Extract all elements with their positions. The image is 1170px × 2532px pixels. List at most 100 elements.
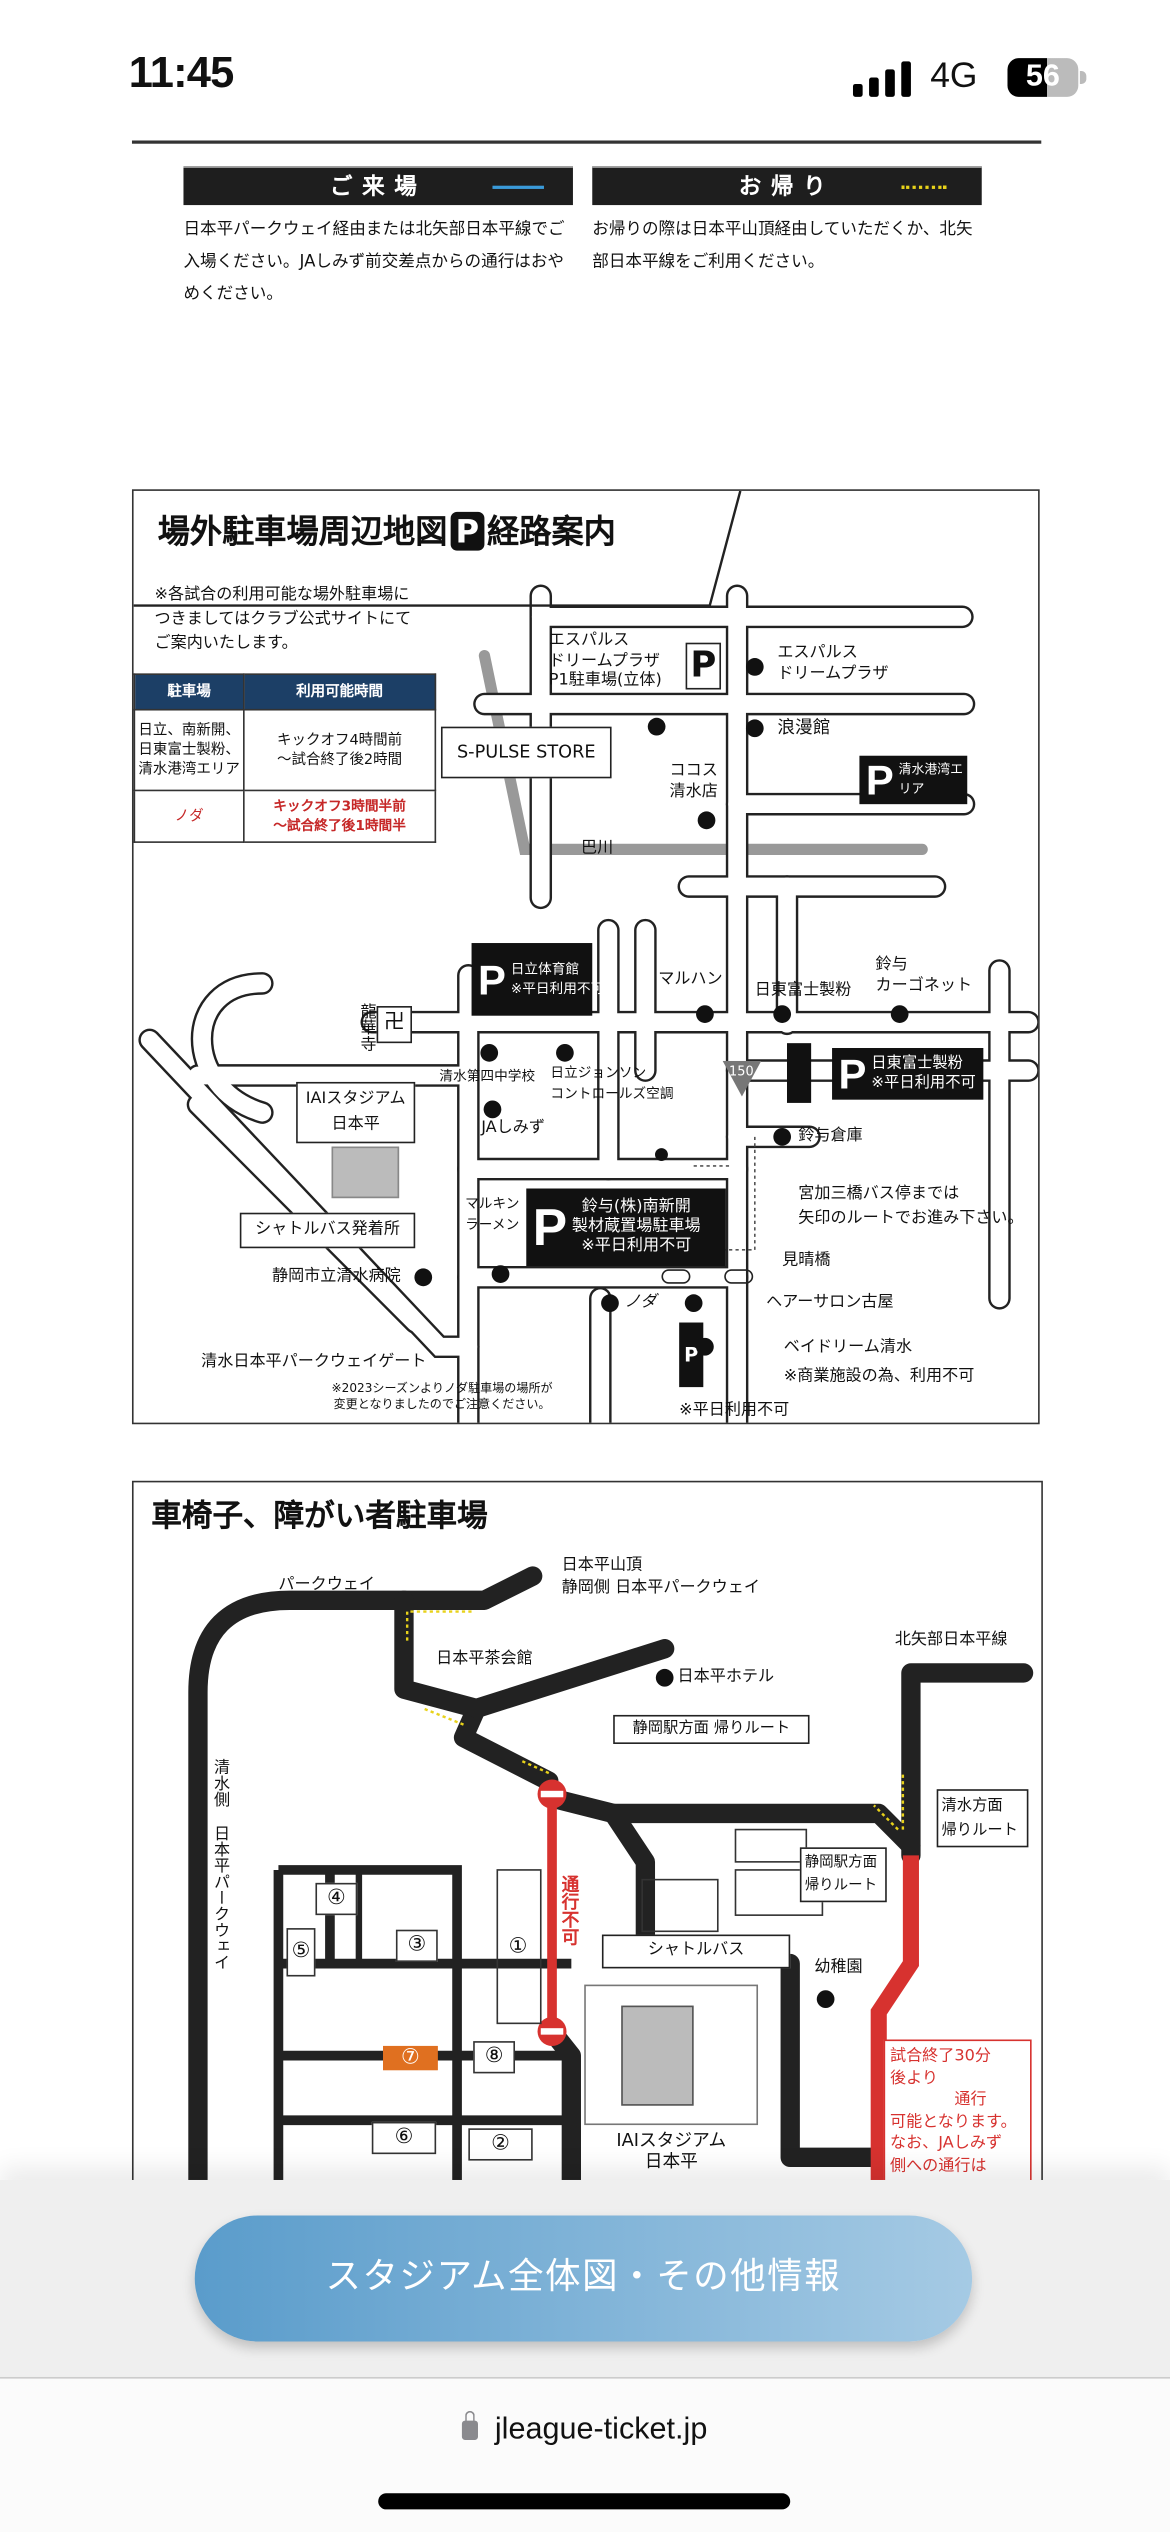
availability-note: ※各試合の利用可能な場外駐車場に つきましてはクラブ公式サイトにて ご案内いたし…: [154, 586, 412, 653]
lot-5: ⑤: [286, 1928, 316, 1977]
url-text: jleague-ticket.jp: [494, 2412, 708, 2447]
ryugeji-label: 龍華寺: [356, 1002, 375, 1052]
noda-lot: P: [679, 1322, 704, 1388]
location-dot: [483, 1100, 502, 1119]
location-dot: [745, 719, 764, 738]
dreamplaza-label: エスパルス ドリームプラザ: [777, 644, 889, 683]
accessible-parking-map: 車椅子、障がい者駐車場 パークウェイ 日本平山頂 静岡側 日本平パークウェイ 日…: [131, 1480, 1043, 2240]
kindergarten-label: 幼稚園: [814, 1958, 863, 1977]
no-entry-icon: [537, 2016, 567, 2046]
lot-2: ②: [468, 2128, 533, 2161]
lot-1: ①: [508, 1934, 528, 1959]
title-banner: [133, 490, 742, 607]
lot-marker: [786, 1043, 812, 1103]
noda-move-note: ※2023シーズンよりノダ駐車場の場所が 変更となりましたのでご注意ください。: [331, 1380, 553, 1412]
location-dot: [890, 1005, 909, 1023]
shimizu-parkway-label: 清水側 日本平パークウェイ: [210, 1758, 228, 1971]
lot-cell: ノダ: [133, 789, 245, 843]
stadium-field: [331, 1146, 400, 1199]
parkway-label: パークウェイ: [278, 1576, 375, 1594]
gate-label: 清水日本平パークウェイゲート: [201, 1353, 427, 1371]
location-dot: [414, 1268, 433, 1287]
arrive-text: 日本平パークウェイ経由または北矢部日本平線でご入場ください。JAしみず前交差点か…: [183, 219, 565, 304]
return-banner: お帰り: [592, 166, 982, 206]
stadium-info-button[interactable]: スタジアム全体図・その他情報: [194, 2215, 973, 2342]
signal-icon: [852, 61, 911, 97]
hitachi-jc-label: 日立ジョンソン コントロールズ空調: [550, 1065, 674, 1103]
lot-6: ⑥: [371, 2121, 437, 2155]
shizuoka-return-route-1: 静岡駅方面 帰りルート: [613, 1714, 810, 1744]
battery-icon: 56: [1007, 58, 1079, 97]
shimizu-return-route: 清水方面 帰りルート: [936, 1789, 1029, 1848]
lot-7-accessible: ⑦: [383, 2045, 438, 2071]
river-label: 巴川: [580, 839, 614, 858]
maruhan-label: マルハン: [658, 970, 723, 989]
lot-name: 日東富士製粉 ※平日利用不可: [871, 1054, 976, 1092]
no-entry-icon: [537, 1779, 567, 1809]
location-dot: [556, 1043, 574, 1062]
suzuyo-cargo-label: 鈴与 カーゴネット: [875, 955, 973, 994]
pin-icon: [655, 1148, 668, 1162]
noda-label: ノダ: [624, 1293, 657, 1312]
chakaikan-label: 日本平茶会館: [436, 1650, 533, 1669]
shuttle-bus-box: シャトルバス: [601, 1934, 791, 1969]
stadium-field: [621, 2005, 694, 2106]
stadium-outline: [584, 1984, 759, 2126]
bridge-icon: [661, 1269, 691, 1284]
lot-4: ④: [315, 1882, 358, 1916]
location-dot: [696, 1337, 714, 1356]
lot-3: ③: [395, 1929, 438, 1962]
availability-table: 駐車場利用可能時間 日立、南新開、日東富士製粉、清水港湾エリアキックオフ4時間前…: [133, 673, 437, 843]
location-dot: [480, 1043, 499, 1062]
weekday-note: ※平日利用不可: [679, 1401, 790, 1420]
yellow-arrow-icon: [901, 185, 947, 189]
col-time: 利用可能時間: [243, 673, 437, 711]
battery-cap: [1079, 71, 1087, 84]
location-dot: [655, 1668, 674, 1687]
parking-p-icon: P: [477, 955, 506, 1004]
hotel-label: 日本平ホテル: [677, 1668, 775, 1686]
location-dot: [601, 1294, 619, 1313]
baydream-label: ベイドリーム清水: [783, 1338, 913, 1357]
blue-arrow-icon: [492, 185, 544, 189]
romankan-label: 浪漫館: [777, 716, 831, 738]
no-entry-label: 通行不可: [559, 1874, 581, 1946]
marukin-label: マルキン ラーメン: [465, 1196, 520, 1233]
url-display[interactable]: jleague-ticket.jp: [0, 2410, 1170, 2449]
temple-icon: 卍: [376, 1006, 413, 1044]
arrive-banner: ご来場: [183, 166, 573, 206]
col-lot: 駐車場: [133, 673, 245, 711]
route-150-sign-icon: [722, 1060, 762, 1097]
location-dot: [773, 1127, 792, 1146]
lot-cell: 日立、南新開、日東富士製粉、清水港湾エリア: [133, 708, 245, 792]
shizuoka-return-route-2: 静岡駅方面 帰りルート: [799, 1847, 887, 1903]
title-part: 場外駐車場周辺地図: [157, 511, 448, 551]
lot-name: 清水港湾エリア: [898, 762, 963, 797]
return-text: お帰りの際は日本平山頂経由していただくか、北矢部日本平線をご利用ください。: [592, 219, 973, 272]
home-indicator[interactable]: [378, 2493, 791, 2510]
stadium-label: IAIスタジアム 日本平: [616, 2129, 727, 2172]
parking-p-icon: P: [838, 1049, 867, 1099]
parking-p-icon: P: [865, 755, 894, 805]
route-150-label: 150: [729, 1064, 754, 1079]
hospital-label: 静岡市立清水病院: [271, 1267, 401, 1286]
parking-p-icon: P: [450, 511, 484, 551]
kitayabe-label: 北矢部日本平線: [894, 1630, 1008, 1649]
status-time: 11:45: [128, 48, 235, 97]
location-dot: [745, 658, 764, 676]
miharashi-label: 見晴橋: [782, 1251, 831, 1270]
lock-icon: [462, 2410, 479, 2440]
location-dot: [696, 1005, 714, 1023]
location-dot: [491, 1265, 510, 1283]
location-dot: [684, 1294, 703, 1313]
parking-p-icon: P: [685, 642, 722, 690]
time-cell: キックオフ3時間半前 〜試合終了後1時間半: [243, 789, 437, 843]
network-type: 4G: [930, 54, 978, 96]
return-label: お帰り: [738, 174, 836, 201]
location-dot: [773, 1005, 792, 1023]
arrive-label: ご来場: [329, 174, 427, 201]
